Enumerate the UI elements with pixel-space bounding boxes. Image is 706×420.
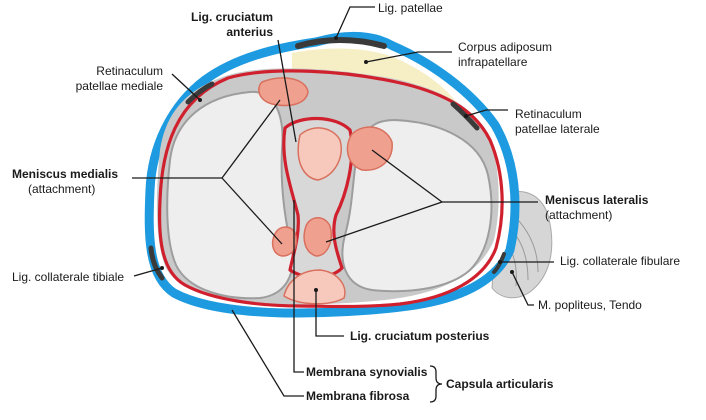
- label-retinaculum-mediale-line1: Retinaculum: [96, 64, 163, 78]
- lig-collaterale-tibiale-band: [148, 245, 165, 281]
- label-membrana-synovialis: Membrana synovialis: [306, 365, 428, 379]
- label-meniscus-lateralis-line1: Meniscus lateralis: [545, 193, 649, 207]
- label-lig-cruciatum-anterius-line2: anterius: [226, 25, 273, 39]
- label-retinaculum-laterale-line2: patellae laterale: [515, 122, 600, 136]
- membrana-synovialis-outline: [157, 69, 504, 309]
- lig-cruciatum-anterius-shape: [297, 127, 342, 181]
- retinaculum-mediale-band: [185, 81, 215, 105]
- label-membrana-fibrosa: Membrana fibrosa: [306, 389, 410, 403]
- lig-collaterale-fibulare-band: [492, 252, 506, 274]
- label-m-popliteus: M. popliteus, Tendo: [538, 298, 642, 312]
- label-lig-cruciatum-anterius-line1: Lig. cruciatum: [191, 10, 273, 24]
- lig-cruciatum-posterius-shape: [283, 269, 346, 305]
- meniscus-lateralis-attachments: [303, 126, 393, 257]
- label-lig-patellae: Lig. patellae: [378, 1, 443, 15]
- label-capsula-articularis: Capsula articularis: [446, 377, 554, 391]
- lig-patellae-band: [295, 37, 387, 49]
- label-retinaculum-mediale-line2: patellae mediale: [76, 79, 164, 93]
- label-retinaculum-laterale-line1: Retinaculum: [515, 107, 582, 121]
- label-corpus-adiposum-line1: Corpus adiposum: [458, 40, 552, 54]
- label-meniscus-medialis-line2: (attachment): [28, 182, 95, 196]
- label-lig-cruciatum-posterius: Lig. cruciatum posterius: [350, 329, 490, 343]
- label-meniscus-lateralis-line2: (attachment): [545, 208, 612, 222]
- leader-lines: [132, 6, 554, 403]
- label-meniscus-medialis-line1: Meniscus medialis: [12, 167, 118, 181]
- label-lig-collaterale-tibiale: Lig. collaterale tibiale: [12, 270, 124, 284]
- label-lig-collaterale-fibulare: Lig. collaterale fibulare: [560, 254, 680, 268]
- label-corpus-adiposum-line2: infrapatellare: [458, 55, 528, 69]
- meniscus-medialis-attachments: [258, 77, 309, 257]
- cartilago-medialis: [166, 90, 294, 300]
